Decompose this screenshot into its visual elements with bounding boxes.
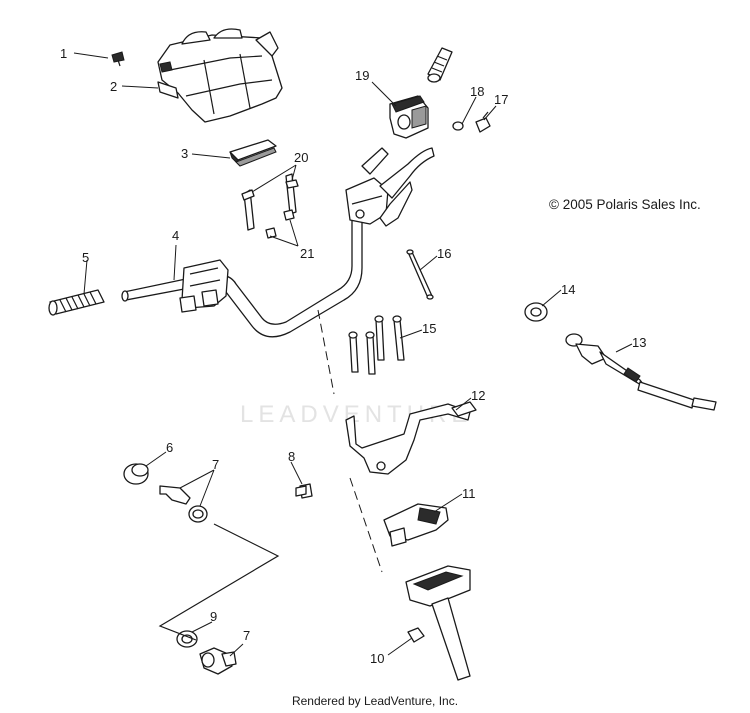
callout-3: 3 (181, 146, 188, 161)
copyright-notice: © 2005 Polaris Sales Inc. (549, 197, 701, 212)
callout-18: 18 (470, 84, 484, 99)
callout-6: 6 (166, 440, 173, 455)
right-grip (427, 47, 453, 83)
callout-21: 21 (300, 246, 314, 261)
callout-7-upper: 7 (212, 457, 219, 472)
callout-8: 8 (288, 449, 295, 464)
callout-2: 2 (110, 79, 117, 94)
callout-20: 20 (294, 150, 308, 165)
callout-15: 15 (422, 321, 436, 336)
screw-part-8 (295, 483, 313, 499)
nut-part-10 (407, 627, 425, 643)
assembly-line-switch (158, 523, 280, 641)
bolts-part-15 (348, 315, 405, 375)
callout-17: 17 (494, 92, 508, 107)
shaft-part-13 (565, 333, 717, 411)
left-grip (48, 289, 105, 316)
handlebar-pad (229, 139, 277, 167)
bracket-part-20 (241, 173, 299, 231)
callout-14: 14 (561, 282, 575, 297)
clamp-part-11 (383, 503, 449, 547)
callout-7-lower: 7 (243, 628, 250, 643)
handlebar-cover (157, 28, 283, 123)
cap-part-6 (123, 463, 149, 485)
assembly-line-handlebar (317, 309, 335, 395)
steering-stem (405, 565, 471, 681)
screw-part-17 (475, 111, 491, 133)
footer-credit: Rendered by LeadVenture, Inc. (291, 694, 459, 708)
callout-11: 11 (462, 486, 476, 501)
nut-part-14 (524, 302, 548, 322)
callout-labels: 1 2 3 4 5 6 7 7 8 9 10 11 12 13 14 15 16… (60, 46, 646, 666)
throttle-housing (389, 95, 429, 139)
callout-16: 16 (437, 246, 451, 261)
brake-lever-assembly (345, 147, 435, 227)
callout-13: 13 (632, 335, 646, 350)
callout-19: 19 (355, 68, 369, 83)
washer-part-18 (452, 121, 464, 131)
callout-10: 10 (370, 651, 384, 666)
clip-part-7-upper (159, 485, 208, 523)
bolt-part-16 (406, 249, 434, 300)
callout-4: 4 (172, 228, 179, 243)
callout-5: 5 (82, 250, 89, 265)
assembly-line-stem (349, 477, 383, 573)
bracket-part-12 (345, 401, 477, 475)
callout-9: 9 (210, 609, 217, 624)
handlebar (121, 147, 389, 338)
callout-12: 12 (471, 388, 485, 403)
switch-part-7-lower (199, 647, 237, 675)
callout-1: 1 (60, 46, 67, 61)
leader-lines (73, 52, 633, 657)
screw-part-21 (265, 209, 295, 239)
screw-part-1 (111, 51, 125, 67)
